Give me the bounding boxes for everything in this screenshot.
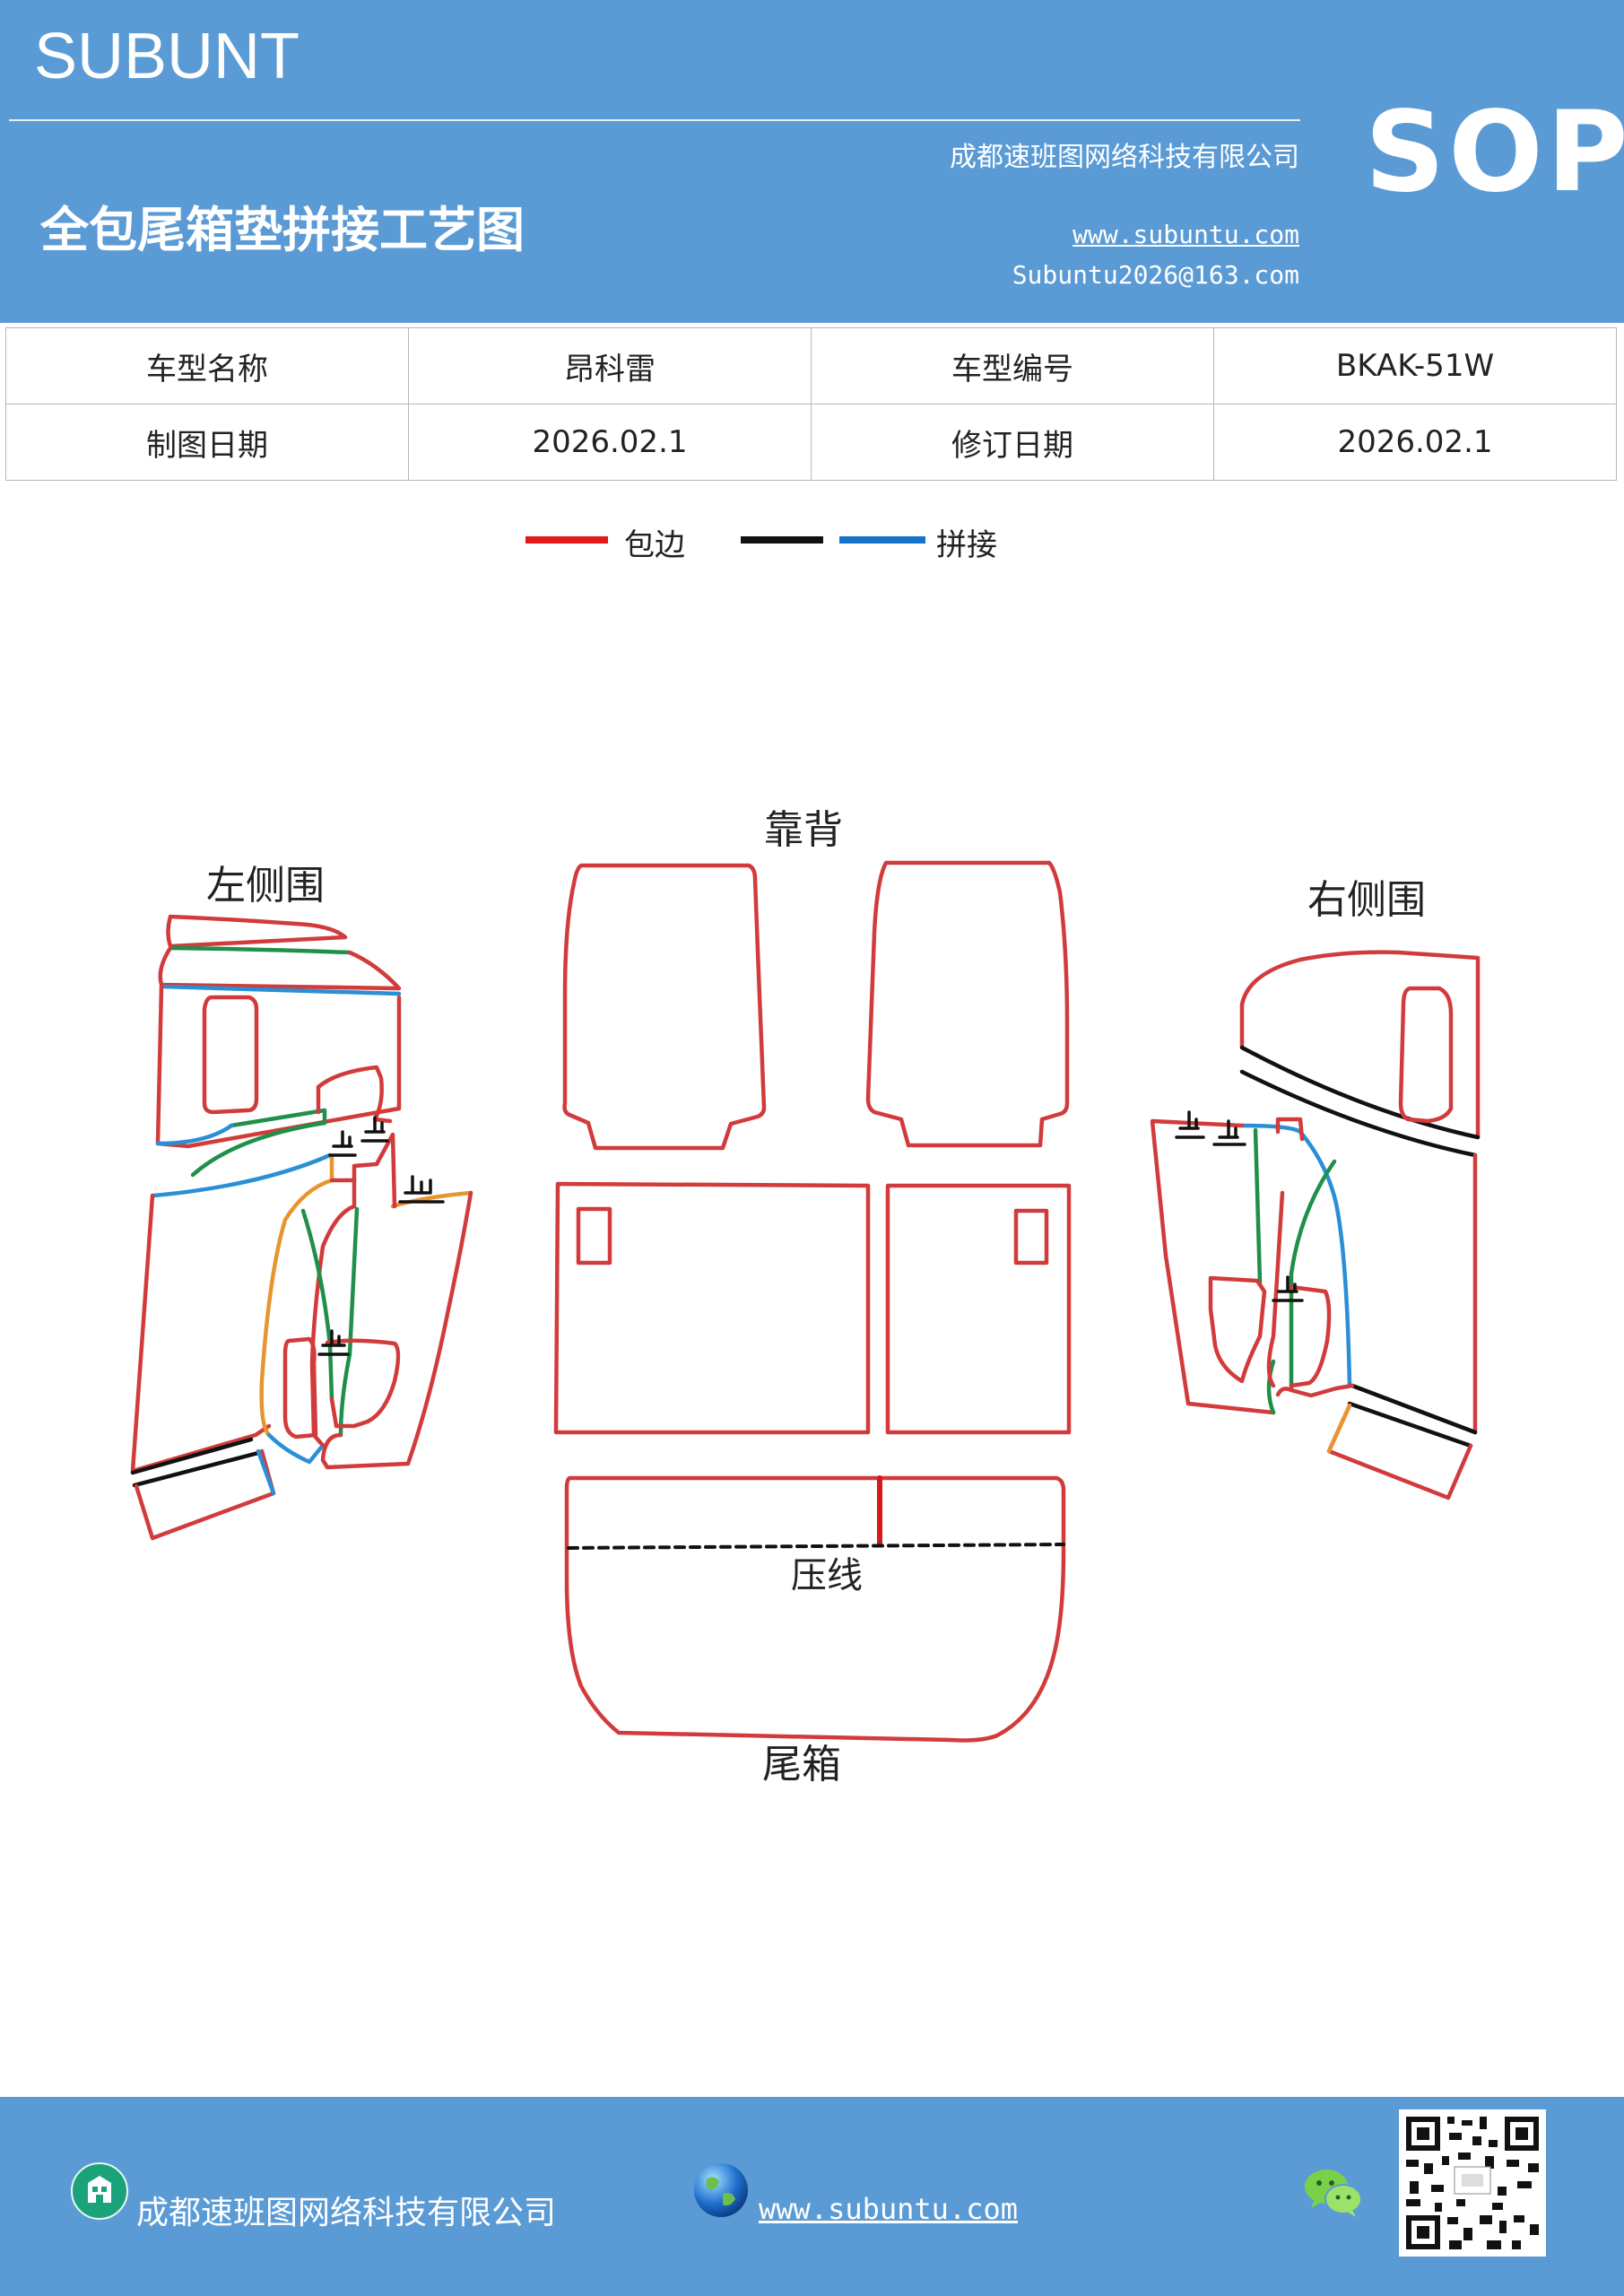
trunk-panel [564,1475,1066,1743]
left-upper-piece [158,945,402,991]
footer-banner: 成都速班图网络科技有限公司 www.subuntu.com [0,2097,1624,2296]
sop-label: SOP [1365,88,1624,217]
header-banner: SUBUNT 成都速班图网络科技有限公司 全包尾箱垫拼接工艺图 www.subu… [0,0,1624,323]
left-top-tab [352,1132,397,1209]
table-cell: 昂科雷 [408,327,812,404]
header-divider [9,119,1300,121]
left-green-seam-1 [168,945,352,955]
floor-panel-left [553,1181,871,1435]
left-flap [325,1338,401,1429]
label-right-side: 右侧围 [1307,877,1426,923]
label-crease: 压线 [791,1555,863,1596]
footer-company: 成都速班图网络科技有限公司 [136,2195,557,2231]
left-blue-seam-1 [161,984,402,996]
brand-name: SUBUNT [34,21,300,92]
table-row: 制图日期 2026.02.1 修订日期 2026.02.1 [5,404,1617,481]
left-black-seam-2 [132,1450,261,1488]
right-black-seam-2 [1239,1069,1478,1158]
right-lower-link [1275,1383,1355,1398]
splice-diagram: 左侧围 靠背 右侧围 压线 尾箱 [130,807,1481,1787]
line-legend: 包边 拼接 [0,520,1624,574]
left-orange-seam [259,1154,334,1438]
table-row: 车型名称 昂科雷 车型编号 BKAK-51W [5,327,1617,404]
right-green-seam-1 [1253,1127,1263,1285]
table-cell: 修订日期 [811,404,1214,481]
qr-code[interactable] [1399,2109,1546,2257]
right-green-seam-2 [1266,1359,1276,1415]
left-blue-seam-2 [155,1123,234,1146]
table-cell: 制图日期 [5,404,409,481]
table-cell: 车型编号 [811,327,1214,404]
globe-icon [694,2163,748,2217]
right-inner-window [1289,1284,1332,1388]
right-green-seam-3 [1289,1159,1337,1393]
legend-label-splice: 拼接 [936,527,997,563]
left-blue-seam-5 [266,1432,324,1465]
vehicle-info-table: 车型名称 昂科雷 车型编号 BKAK-51W 制图日期 2026.02.1 修订… [5,327,1617,481]
right-black-seam-3 [1350,1383,1478,1435]
floor-vent-right [1013,1208,1049,1265]
table-cell: BKAK-51W [1213,327,1617,404]
left-inner-window [282,1336,318,1439]
floor-panel-right [885,1183,1072,1435]
building-icon [71,2162,128,2220]
table-cell: 2026.02.1 [1213,404,1617,481]
right-left-piece [1150,1118,1276,1415]
left-lower-main [130,1193,272,1474]
legend-label-edge: 包边 [624,527,685,563]
backrest-panel-left [562,863,767,1151]
right-window [1398,986,1454,1124]
right-blue-seam-1 [1298,1129,1352,1388]
left-bump [316,1065,393,1124]
left-blue-seam-4 [256,1448,276,1496]
page-title: 全包尾箱垫拼接工艺图 [40,202,525,258]
stop-marks [317,1110,1304,1356]
left-top-strip [166,914,348,949]
right-black-seam-1 [1239,1045,1481,1140]
legend-line-blue [839,536,925,544]
header-email[interactable]: Subuntu2026@163.com [1012,260,1299,290]
left-green-seam-2 [190,1108,327,1178]
backrest-panel-right [865,860,1070,1148]
label-left-side: 左侧围 [206,863,325,909]
floor-vent-left [576,1206,612,1265]
left-orange-seam-2 [390,1190,473,1209]
header-company: 成都速班图网络科技有限公司 [950,142,1299,173]
right-inner-flap [1208,1275,1267,1384]
left-green-seam-4 [338,1206,360,1438]
header-website-link[interactable]: www.subuntu.com [1073,220,1299,249]
legend-line-black [741,536,823,544]
left-black-seam-1 [130,1437,254,1475]
right-top-panel [1239,950,1481,1140]
label-backrest: 靠背 [764,807,843,853]
right-orange-seam [1326,1403,1352,1454]
footer-website-link[interactable]: www.subuntu.com [759,2192,1018,2226]
right-inner-strip [1266,1190,1285,1388]
left-window [202,995,259,1115]
right-black-seam-4 [1347,1401,1473,1448]
table-cell: 车型名称 [5,327,409,404]
left-main-upper [155,984,402,1149]
left-right-piece [320,1190,473,1470]
left-green-seam-3 [300,1208,334,1402]
right-blue-seam-2 [1239,1123,1303,1135]
crease-line [567,1543,1065,1550]
wechat-icon[interactable] [1302,2165,1365,2221]
table-cell: 2026.02.1 [408,404,812,481]
label-trunk: 尾箱 [762,1742,841,1787]
left-blue-seam-3 [152,1152,333,1198]
legend-line-red [525,536,608,544]
right-tab [1275,1117,1305,1142]
